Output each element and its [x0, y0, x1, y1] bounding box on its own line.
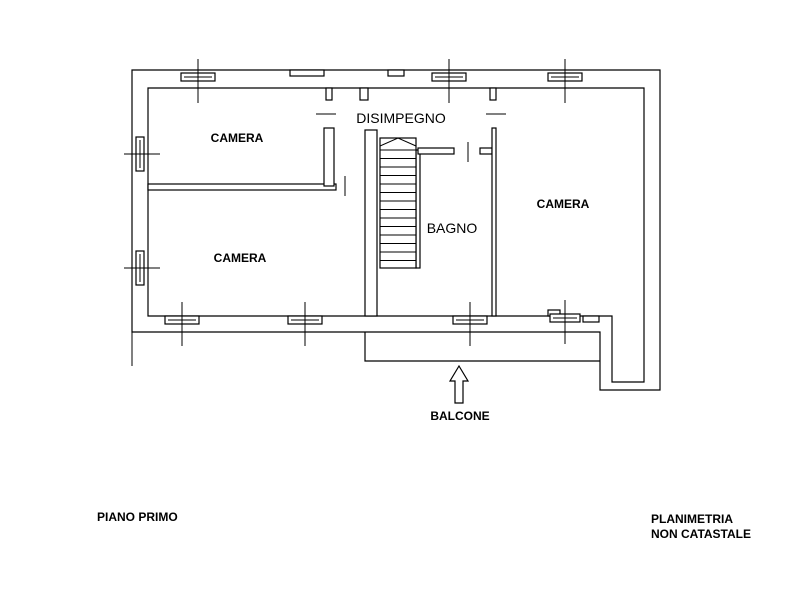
- staircase: [379, 137, 417, 269]
- wall-niche: [387, 69, 405, 77]
- stair-outline: [379, 137, 417, 269]
- wall-niche: [359, 87, 369, 101]
- room-label-camera-bottom-left: CAMERA: [214, 251, 267, 265]
- plan-note-line1: PLANIMETRIA: [651, 512, 733, 526]
- window: [289, 69, 325, 77]
- stair-top: [379, 137, 417, 147]
- wall-camera-divider: [147, 183, 337, 191]
- wall-camera-tl-right: [323, 127, 335, 187]
- room-label-camera-top-left: CAMERA: [211, 131, 264, 145]
- wall-bagno-right: [491, 127, 497, 317]
- windows: [124, 59, 661, 366]
- wall-stair-right: [415, 149, 421, 269]
- wall-bagno-top-right: [479, 147, 493, 155]
- wall-disimpegno-left: [364, 129, 378, 317]
- floor-label: PIANO PRIMO: [97, 510, 178, 524]
- wall-niche: [582, 315, 600, 323]
- wall-niche: [489, 87, 497, 101]
- wall-niche: [325, 87, 333, 101]
- up-arrow-icon: [448, 364, 470, 404]
- room-label-camera-right: CAMERA: [537, 197, 590, 211]
- room-label-balcone: BALCONE: [430, 409, 489, 423]
- wall-bagno-top: [417, 147, 455, 155]
- plan-note-line2: NON CATASTALE: [651, 527, 751, 541]
- room-label-bagno: BAGNO: [427, 220, 478, 236]
- room-label-disimpegno: DISIMPEGNO: [356, 110, 446, 126]
- balcone-outline: [364, 332, 600, 362]
